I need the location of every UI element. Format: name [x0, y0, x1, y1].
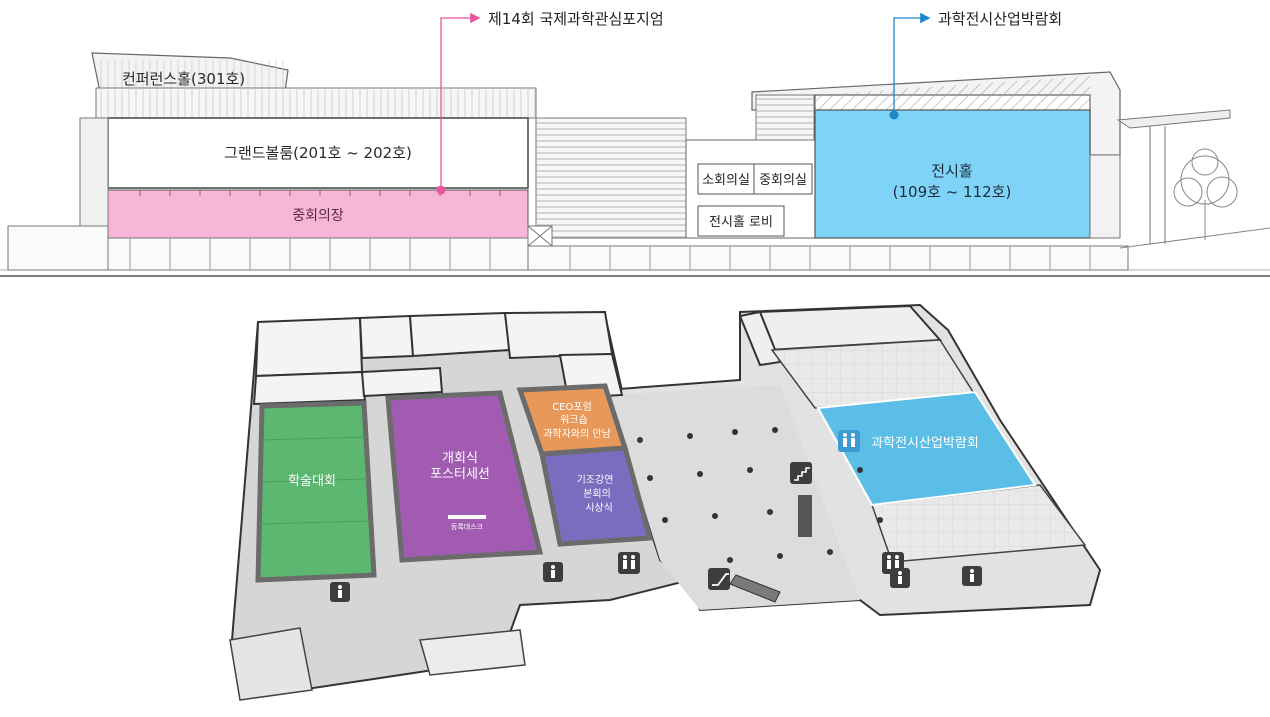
restroom-icon — [330, 582, 350, 602]
medium-conf-room-label: 중회의실 — [759, 173, 807, 188]
registration-desk-label: 등록데스크 — [451, 523, 484, 531]
keynote-label-line3: 시상식 — [585, 502, 613, 514]
expo-floor-label: 과학전시산업박람회 — [871, 436, 979, 451]
exhibition-hall-label-line1: 전시홀 — [931, 162, 972, 180]
restroom-icon — [838, 430, 860, 452]
exhibition-hall-block — [814, 109, 1091, 239]
medium-conf-block — [107, 189, 529, 239]
keynote-label-line2: 본회의 — [583, 488, 611, 500]
medium-conf-hall-label: 중회의장 — [292, 208, 344, 224]
callout-symposium: 제14회 국제과학관심포지엄 — [436, 10, 664, 195]
keynote-label-line1: 기조강연 — [577, 474, 614, 486]
expo-callout-label: 과학전시산업박람회 — [938, 10, 1062, 28]
ceo-label-line2: 워크숍 — [560, 413, 588, 426]
right-building — [751, 71, 1270, 249]
exhibition-lobby-label: 전시홀 로비 — [709, 215, 773, 230]
restroom-icon — [890, 568, 910, 588]
academic-zone — [255, 400, 377, 583]
registration-desk-mark — [448, 515, 486, 519]
escalator-icon — [708, 568, 781, 603]
ceo-label-line3: 과학자와의 만남 — [543, 428, 611, 440]
medium-conf-room-block — [753, 163, 813, 195]
ceo-label-line1: CEO포럼 — [552, 400, 592, 413]
opening-label-line1: 개회식 — [442, 451, 478, 466]
callout-expo: 과학전시산업박람회 — [889, 10, 1062, 120]
opening-label-line2: 포스터세션 — [430, 467, 490, 482]
symposium-callout-label: 제14회 국제과학관심포지엄 — [488, 10, 664, 28]
section-view: 제14회 국제과학관심포지엄 과학전시산업박람회 컨퍼런스홀(301호) 그랜드… — [0, 10, 1270, 277]
exhibition-hall-label-line2: (109호 ~ 112호) — [893, 183, 1012, 201]
lobby-columns — [637, 427, 883, 563]
exhibition-lobby-block — [697, 205, 785, 237]
left-building — [7, 52, 537, 271]
grand-ballroom-label: 그랜드볼룸(201호 ~ 202호) — [224, 144, 412, 162]
restroom-icon — [543, 562, 563, 582]
tree-icon — [1173, 148, 1238, 240]
restroom-icon — [618, 552, 640, 574]
opening-zone — [385, 390, 544, 563]
middle-connector — [527, 117, 1129, 271]
floor-plan: 학술대회 개회식 포스터세션 등록데스크 CEO포럼 워크숍 과학자와의 만남 … — [229, 303, 1102, 701]
stairs-icon — [790, 462, 812, 484]
expo-zone — [816, 390, 1037, 507]
restroom-icon — [962, 566, 982, 586]
academic-label: 학술대회 — [288, 474, 336, 489]
small-conf-room-label: 소회의실 — [702, 173, 750, 188]
conference-hall-label: 컨퍼런스홀(301호) — [122, 70, 245, 88]
keynote-zone — [538, 445, 654, 547]
